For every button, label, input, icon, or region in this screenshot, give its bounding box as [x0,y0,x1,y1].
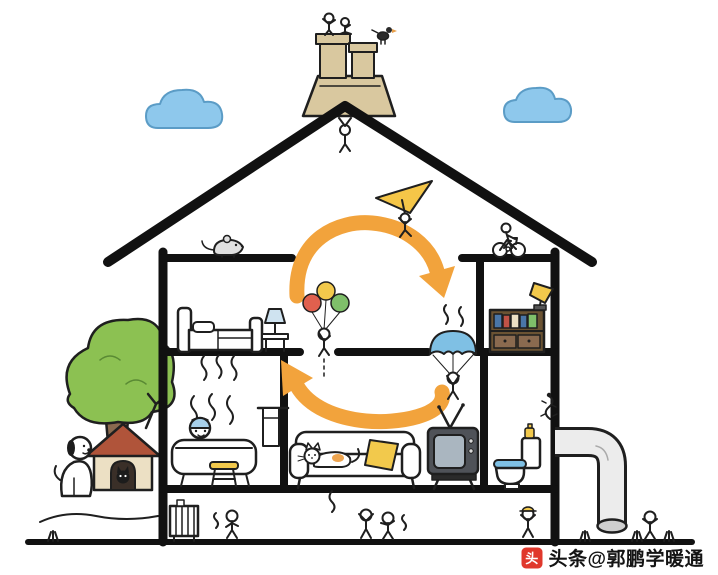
heat-squiggles-under-bed [200,354,238,381]
radiator [168,499,200,542]
roof [103,101,597,267]
arrow-top-shaft [289,215,445,304]
attic-cyclist [492,222,526,258]
circulation-arrow-bottom [281,360,450,430]
watermark-text: 头条@郭鹏学暖通 [548,549,704,570]
study [488,282,554,354]
duct-outlet [596,518,628,534]
arrow-bottom-head [281,360,313,396]
house-structure [25,101,695,547]
bedside-lamp [264,308,286,324]
ground-contour [39,513,159,523]
desk-lamp [529,282,554,304]
cloud-left [145,88,224,129]
bathing-person [188,416,212,440]
balloon-green [330,293,350,313]
living-room [288,430,422,513]
balloons-figure [302,281,350,379]
chimney-figure-standing [322,12,336,36]
towel [262,407,280,447]
stool [209,461,239,487]
kid-1 [213,509,239,539]
tree-canopy [65,317,176,425]
duct-figure [642,510,658,540]
kid-3 [380,511,407,540]
attic-hanging-figure [338,117,352,153]
tv-screen [433,434,466,469]
bed-mattress [187,328,254,352]
toilet-bottle [524,427,535,439]
toilet [493,423,542,490]
toutiao-logo-icon: 头 [521,547,543,568]
balloon-yellow [316,281,336,301]
kid-2 [358,508,374,539]
sofa-cat [297,442,361,468]
bathroom [170,393,290,487]
doghouse-roof [84,422,162,458]
hang-glider-figure [375,180,433,238]
doghouse-cat [116,466,130,484]
doghouse [84,422,162,492]
under-floor-squiggle [328,490,336,513]
watermark: 头 头条@郭鹏学暖通 [521,544,704,571]
bedroom [176,306,289,381]
foundation-kids [213,506,537,540]
chimney-bird [371,27,397,45]
parachute-figure [429,304,477,400]
arrow-bottom-shaft [289,378,450,430]
balloon-red [302,293,322,313]
sofa-cushion [364,439,399,471]
cloud-right [503,86,573,123]
bed-pillow [192,321,215,333]
dog [53,435,94,498]
toilet-bowl [494,466,526,486]
wall-gecko [540,392,558,420]
svg-text:头: 头 [526,551,540,566]
arrow-top-head [419,266,455,298]
chimney-figure-sitting [339,17,352,35]
tv [426,403,480,491]
exhaust-duct [555,427,628,534]
grass-tufts [47,530,675,542]
parachute-canopy [429,330,477,355]
circulation-arrow-top [289,215,455,304]
kid-4 [519,506,537,538]
attic-mouse [201,234,244,258]
